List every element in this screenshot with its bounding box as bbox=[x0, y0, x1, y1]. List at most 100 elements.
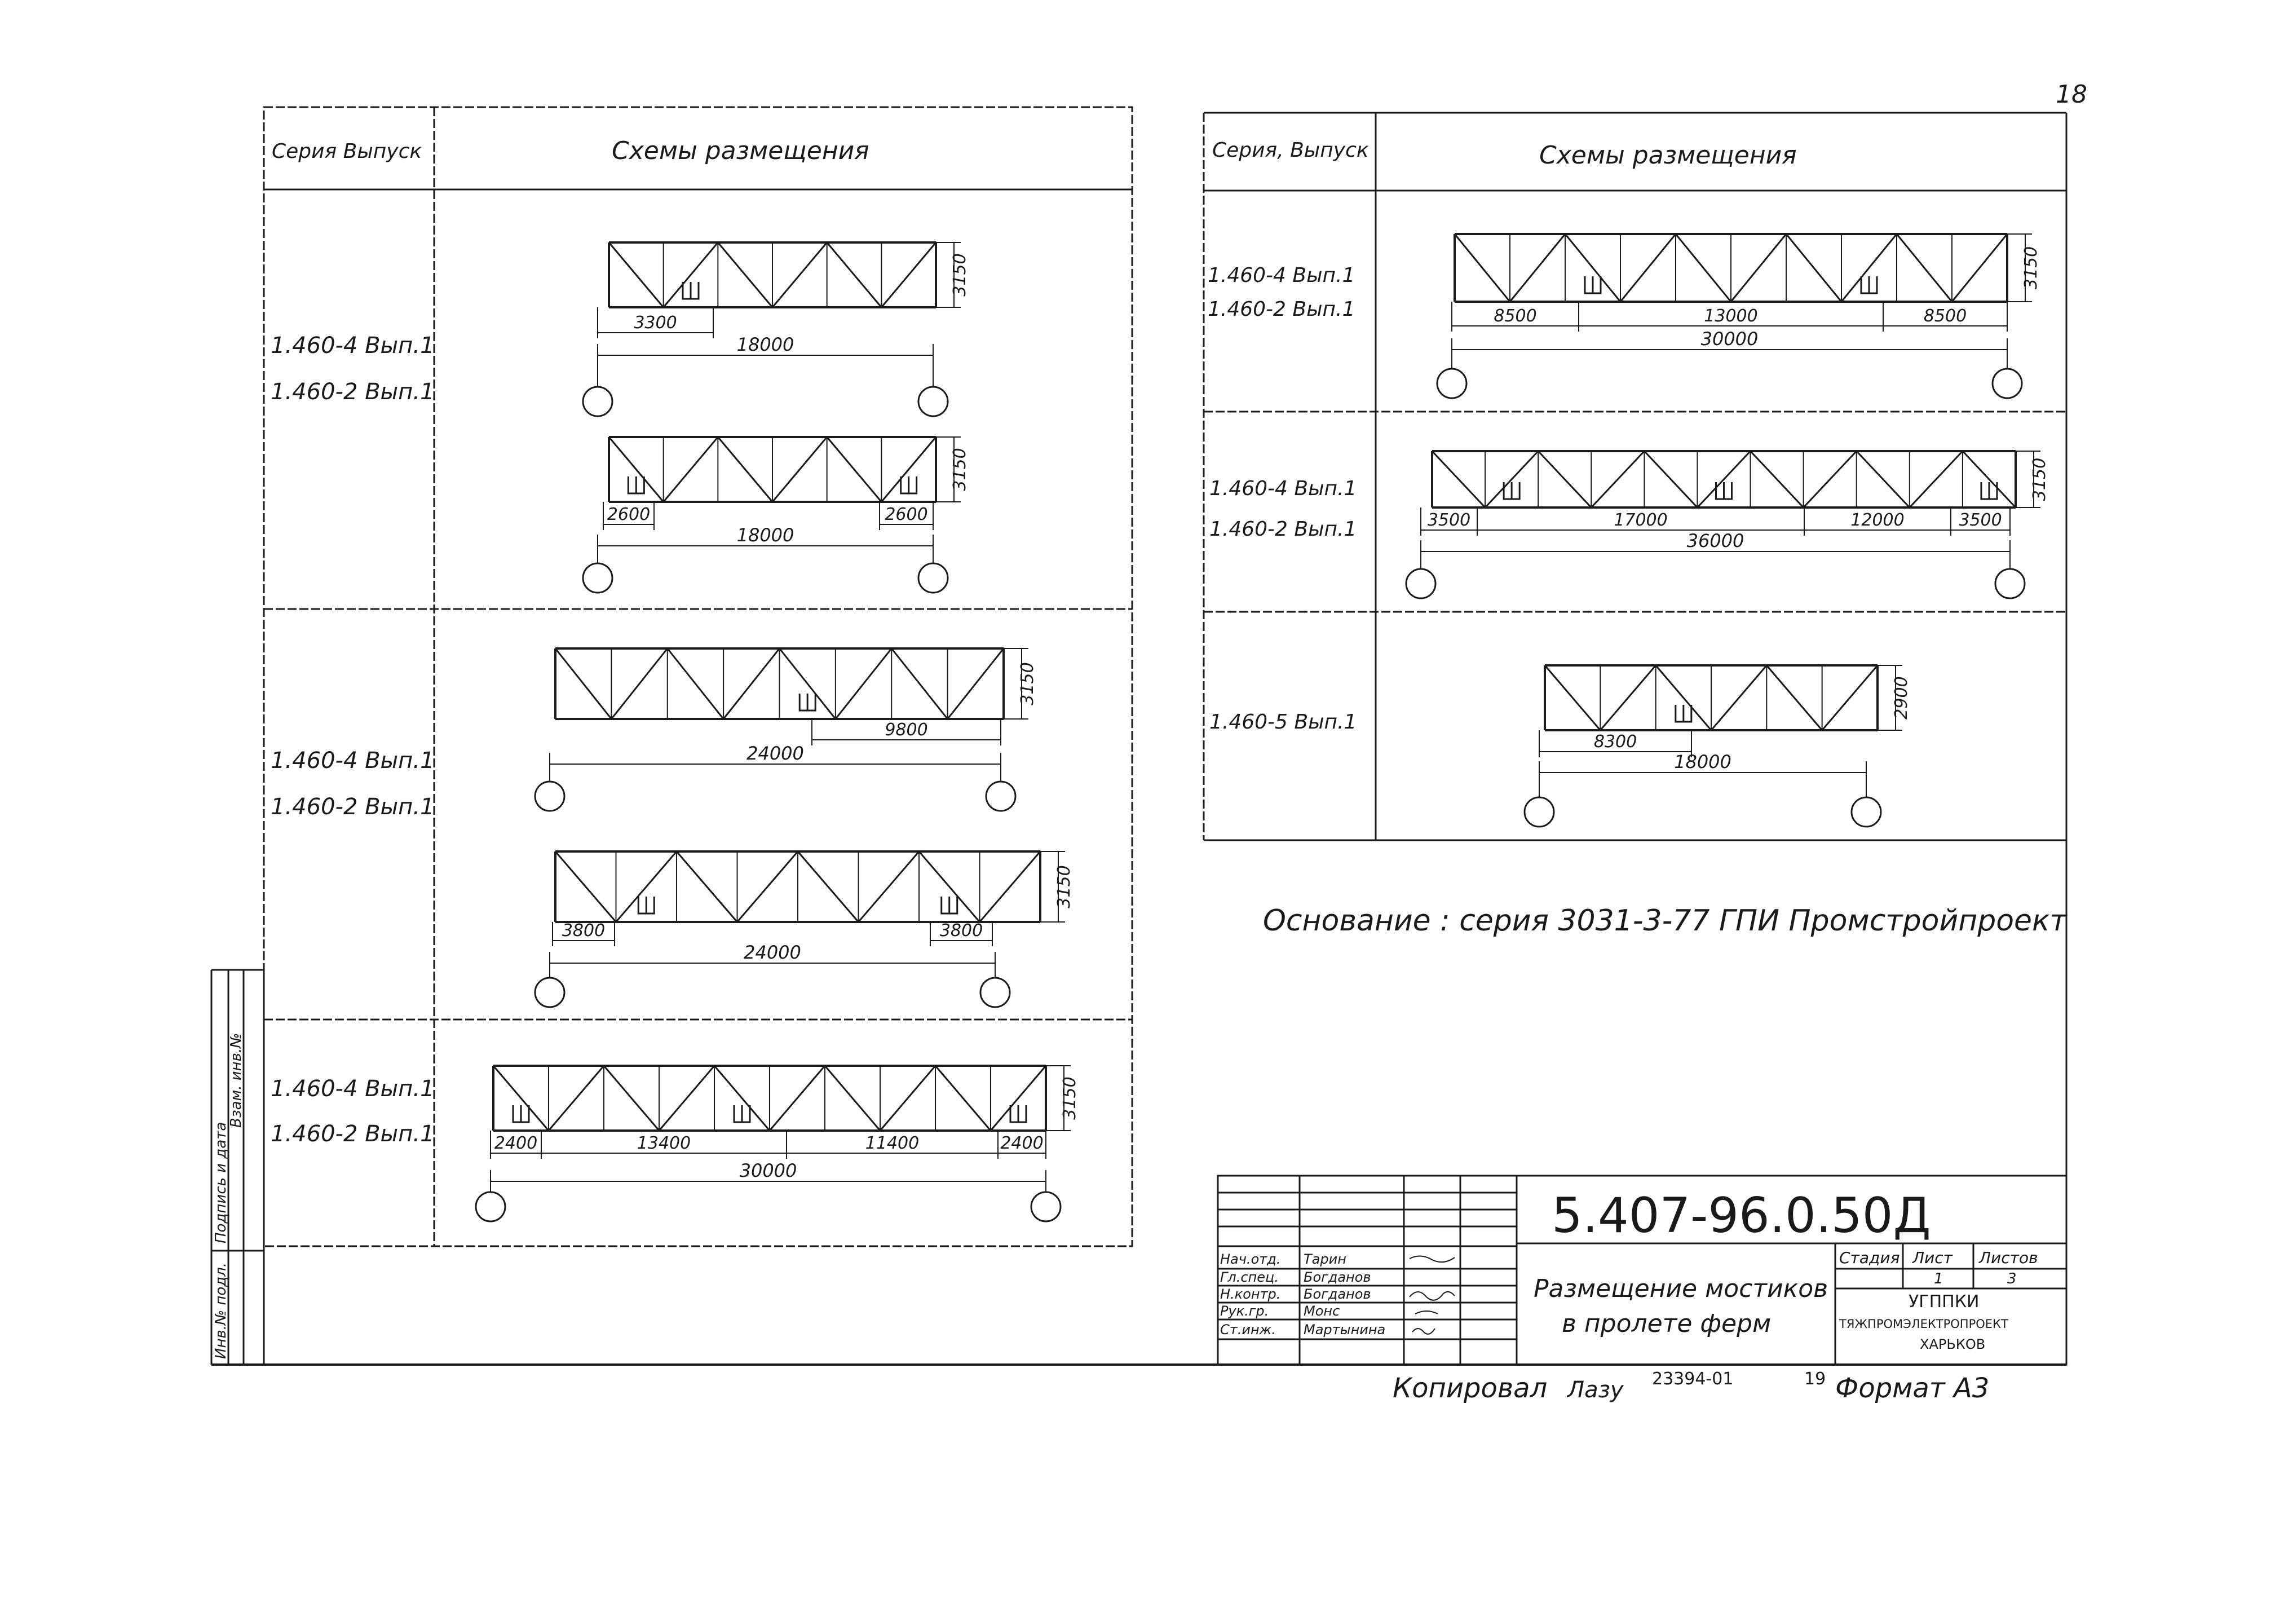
axis-marker-circle bbox=[985, 780, 1017, 812]
stamp-name-2: Богданов bbox=[1304, 1269, 1371, 1285]
truss-diagonal bbox=[554, 648, 612, 720]
truss-diagonal bbox=[779, 648, 837, 720]
left-series-3a: 1.460-4 Вып.1 bbox=[271, 1076, 434, 1102]
drawing-designation: 5.407-96.0.50Д bbox=[1552, 1188, 1931, 1244]
axis-marker-circle bbox=[1991, 368, 2023, 399]
truss-diagonal bbox=[1766, 665, 1823, 731]
truss-diagonal bbox=[608, 436, 664, 502]
truss-diagonal bbox=[1484, 450, 1539, 509]
walkway-mark bbox=[637, 897, 655, 915]
stamp-org-line2: ТЯЖПРОМЭЛЕКТРОПРОЕКТ bbox=[1839, 1317, 2008, 1331]
truss-diagonal bbox=[947, 648, 1005, 720]
left-header-series: Серия Выпуск bbox=[272, 140, 422, 163]
truss-diagonal bbox=[1454, 233, 1511, 302]
segment-label: 3800 bbox=[940, 921, 983, 941]
stamp-sheet-value: 1 bbox=[1934, 1270, 1943, 1287]
height-label: 3150 bbox=[2021, 246, 2041, 289]
truss-diagonal bbox=[834, 648, 893, 720]
format-label: Формат А3 bbox=[1835, 1373, 1989, 1404]
truss-diagonal bbox=[675, 851, 738, 923]
truss-diagonal bbox=[826, 436, 882, 502]
truss-diagonal bbox=[713, 1065, 771, 1131]
walkway-mark bbox=[1584, 276, 1602, 294]
segment-label: 11400 bbox=[865, 1133, 919, 1153]
truss-diagonal bbox=[879, 1065, 936, 1131]
truss-diagonal bbox=[608, 242, 664, 308]
segment-label: 2400 bbox=[1000, 1133, 1043, 1153]
segment-label: 8500 bbox=[1494, 306, 1536, 326]
axis-marker-circle bbox=[1994, 568, 2026, 599]
truss-diagonal bbox=[1509, 233, 1566, 302]
truss-diagonal bbox=[1909, 450, 1964, 509]
walkway-mark bbox=[1715, 482, 1733, 500]
truss-diagonal bbox=[662, 242, 719, 308]
basis-note: Основание : серия 3031-3-77 ГПИ Промстро… bbox=[1263, 904, 2068, 938]
left-header-schemes: Схемы размещения bbox=[612, 136, 869, 165]
margin-label-inv: Инв.№ подл. bbox=[213, 1263, 229, 1359]
axis-marker-circle bbox=[582, 386, 613, 417]
stamp-col-sheet: Лист bbox=[1912, 1248, 1953, 1267]
truss-diagonal bbox=[611, 648, 668, 720]
copy-number-suffix: 19 bbox=[1804, 1369, 1826, 1389]
margin-strip bbox=[210, 969, 265, 1365]
stamp-title-line2: в пролете ферм bbox=[1562, 1309, 1771, 1338]
truss-diagonal bbox=[768, 1065, 826, 1131]
axis-marker-circle bbox=[475, 1191, 506, 1223]
left-series-1b: 1.460-2 Вып.1 bbox=[271, 379, 434, 405]
truss-diagonal bbox=[771, 242, 828, 308]
truss-diagonal bbox=[1619, 233, 1677, 302]
truss-diagonal bbox=[1655, 665, 1712, 731]
axis-marker-circle bbox=[979, 977, 1011, 1008]
left-series-1a: 1.460-4 Вып.1 bbox=[271, 333, 434, 359]
segment-label: 3800 bbox=[562, 921, 605, 941]
truss-diagonal bbox=[722, 648, 780, 720]
walkway-mark bbox=[733, 1105, 751, 1123]
copy-number: 23394-01 bbox=[1652, 1369, 1733, 1389]
truss-diagonal bbox=[858, 851, 920, 923]
walkway-mark bbox=[627, 476, 645, 495]
truss-diagonal bbox=[736, 851, 799, 923]
truss-diagonal bbox=[1591, 450, 1645, 509]
truss-diagonal bbox=[826, 242, 882, 308]
truss-diagonal bbox=[881, 436, 937, 502]
left-series-2a: 1.460-4 Вып.1 bbox=[271, 748, 434, 774]
walkway-mark bbox=[682, 282, 700, 300]
truss-diagonal bbox=[1644, 450, 1698, 509]
truss-diagonal bbox=[989, 1065, 1047, 1131]
height-label: 3150 bbox=[2030, 458, 2049, 501]
title-block bbox=[1217, 1175, 2068, 1366]
truss-diagonal bbox=[881, 242, 937, 308]
span-label: 18000 bbox=[737, 524, 794, 546]
height-label: 3150 bbox=[1018, 662, 1037, 705]
walkway-mark bbox=[798, 694, 816, 712]
truss-diagonal bbox=[615, 851, 678, 923]
right-series-2b: 1.460-2 Вып.1 bbox=[1209, 518, 1357, 541]
truss-diagonal bbox=[554, 851, 617, 923]
segment-label: 9800 bbox=[885, 720, 927, 740]
truss-diagonal bbox=[1600, 665, 1656, 731]
margin-label-replace: Взам. инв.№ bbox=[228, 1033, 245, 1128]
height-label: 3150 bbox=[1060, 1076, 1080, 1119]
segment-label: 17000 bbox=[1614, 510, 1667, 530]
truss-diagonal bbox=[492, 1065, 550, 1131]
segment-label: 2600 bbox=[607, 505, 650, 524]
segment-label: 8300 bbox=[1594, 732, 1637, 752]
stamp-title-line1: Размещение мостиков bbox=[1534, 1274, 1828, 1303]
axis-marker-circle bbox=[1850, 796, 1882, 828]
truss-diagonal bbox=[1856, 450, 1910, 509]
walkway-mark bbox=[512, 1105, 530, 1123]
right-header-schemes: Схемы размещения bbox=[1539, 141, 1797, 170]
span-label: 30000 bbox=[740, 1160, 797, 1181]
right-series-2a: 1.460-4 Вып.1 bbox=[1209, 477, 1357, 500]
span-label: 18000 bbox=[1674, 751, 1731, 773]
truss-diagonal bbox=[1821, 665, 1879, 731]
truss-diagonal bbox=[1675, 233, 1732, 302]
axis-marker-circle bbox=[917, 386, 949, 417]
stamp-name-3: Богданов bbox=[1304, 1286, 1371, 1302]
copied-label: Копировал bbox=[1393, 1373, 1547, 1404]
stamp-col-sheets: Листов bbox=[1978, 1248, 2038, 1267]
